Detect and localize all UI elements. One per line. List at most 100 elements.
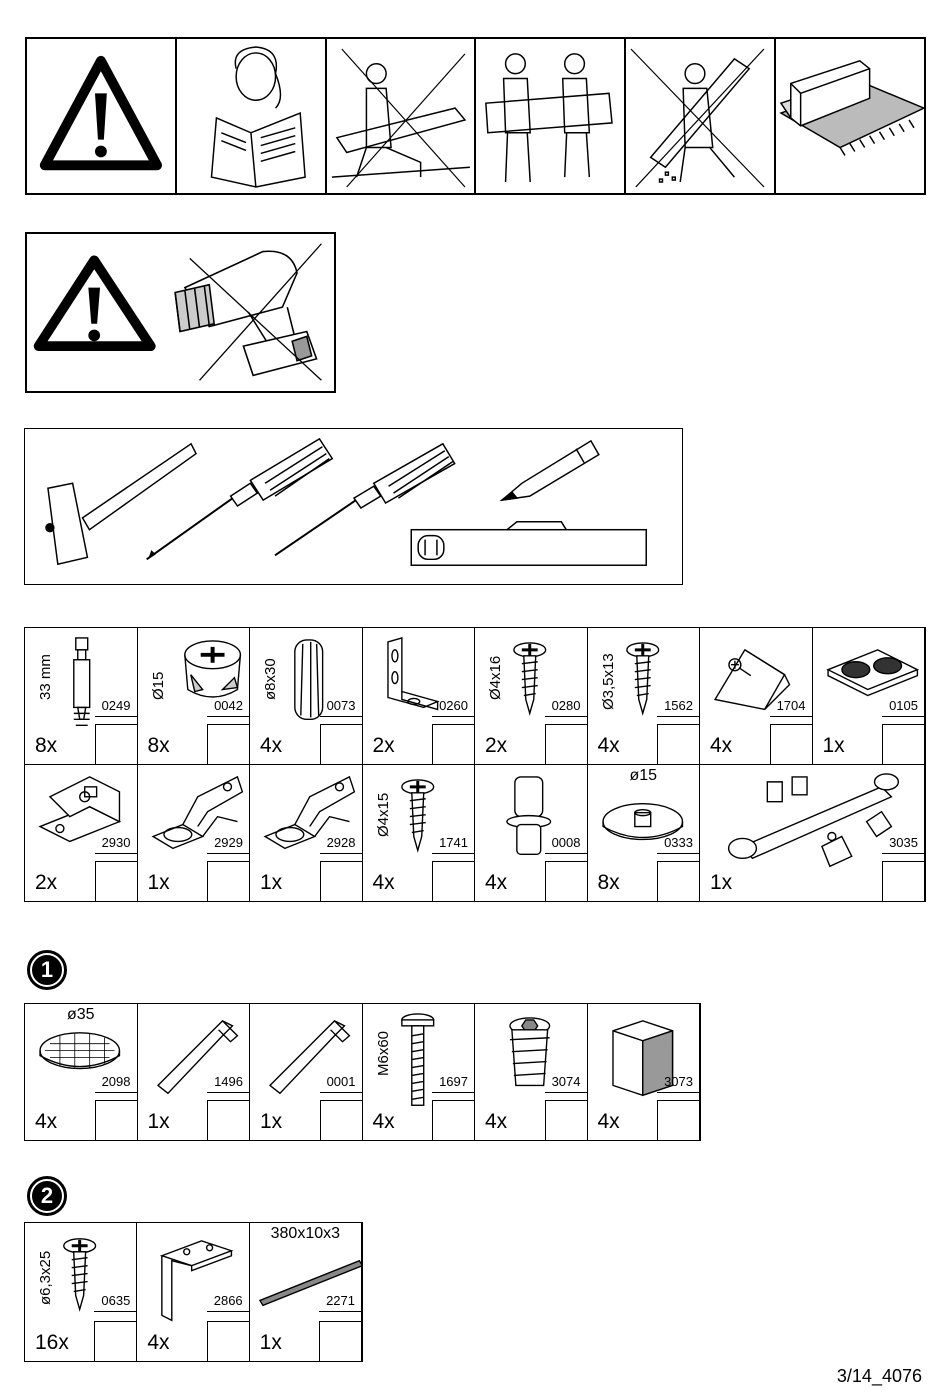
part-quantity: 4x [147,1331,170,1354]
shelf-pin-icon [506,776,552,856]
part-number: 1704 [776,698,806,713]
part-number-rule [882,716,924,717]
part-quantity: 1x [259,1331,282,1354]
part-number-rule [207,716,249,717]
part-1741: Ø4x15 1741 4x [362,765,475,902]
phillips-screwdriver-icon [146,437,334,561]
part-number: 0260 [439,698,468,713]
part-checkbox[interactable] [94,861,137,901]
part-checkbox[interactable] [657,724,699,764]
part-quantity: 1x [147,1110,170,1133]
part-number: 2930 [101,835,131,850]
corner-block-icon [713,648,791,711]
assemble-on-soft-surface-cell [776,39,924,193]
part-number: 0008 [551,835,581,850]
part-number-rule [432,1092,474,1093]
part-checkbox[interactable] [319,1321,361,1361]
part-checkbox[interactable] [882,861,924,901]
two-people-carry-icon [485,53,614,183]
spirit-level-icon [410,521,647,566]
part-checkbox[interactable] [544,724,587,764]
part-checkbox[interactable] [769,724,812,764]
part-quantity: 4x [485,871,508,894]
l-bracket-icon [160,1240,234,1322]
part-number-rule [94,1311,137,1312]
part-number: 3073 [664,1074,693,1089]
part-quantity: 4x [597,734,620,757]
part-0008: 0008 4x [475,765,588,902]
gas-strut-icon [727,773,900,868]
part-number-rule [94,716,137,717]
part-dimension: Ø4x16 [487,655,504,700]
part-quantity: 1x [822,734,845,757]
cordless-drill-icon [174,250,318,377]
warning-triangle-icon [39,55,163,171]
safety-instructions-strip [25,37,926,195]
part-number: 3074 [551,1074,581,1089]
part-quantity: 2x [372,734,395,757]
strip-icon [258,1259,361,1307]
part-quantity: 1x [260,871,283,894]
part-quantity: 4x [372,871,395,894]
part-checkbox[interactable] [319,861,362,901]
cover-cap-icon [601,803,683,841]
part-checkbox[interactable] [207,724,249,764]
part-2930: 2930 2x [25,765,138,902]
part-dimension: Ø4x15 [374,792,392,837]
allen-key-icon [156,1020,238,1095]
part-number-rule [544,853,587,854]
part-checkbox[interactable] [657,861,699,901]
threaded-insert-icon [509,1017,551,1087]
part-number: 1496 [214,1074,243,1089]
part-number-rule [657,1092,699,1093]
part-number: 1697 [439,1074,468,1089]
part-dimension: Ø15 [149,671,167,700]
warning-triangle-cell [27,39,177,193]
screw-icon [513,642,547,716]
part-checkbox[interactable] [432,861,474,901]
no-single-person-carry-cell [327,39,477,193]
part-quantity: 4x [710,734,733,757]
part-checkbox[interactable] [657,1100,699,1140]
part-quantity: 4x [597,1110,620,1133]
part-number: 1562 [664,698,693,713]
part-checkbox[interactable] [207,861,249,901]
part-number-rule [319,1092,362,1093]
part-quantity: 2x [35,871,58,894]
part-number-rule [544,1092,587,1093]
wooden-foot-icon [611,1020,673,1097]
part-checkbox[interactable] [207,1100,249,1140]
part-checkbox[interactable] [544,861,587,901]
part-quantity: 8x [597,871,620,894]
part-checkbox[interactable] [432,724,474,764]
part-quantity: 2x [485,734,508,757]
part-number-rule [544,716,587,717]
part-checkbox[interactable] [94,1100,137,1140]
part-dimension: ø35 [66,1006,95,1023]
part-checkbox[interactable] [432,1100,474,1140]
part-number-rule [94,853,137,854]
part-number: 2098 [101,1074,131,1089]
angle-bracket-icon [386,637,440,711]
part-checkbox[interactable] [94,1321,137,1361]
allen-key-icon [268,1020,351,1095]
part-checkbox[interactable] [94,724,137,764]
part-checkbox[interactable] [882,724,924,764]
part-number: 1741 [439,835,468,850]
part-checkbox[interactable] [319,1100,362,1140]
part-checkbox[interactable] [319,724,362,764]
part-number: 0001 [326,1074,356,1089]
part-checkbox[interactable] [206,1321,249,1361]
part-checkbox[interactable] [544,1100,587,1140]
